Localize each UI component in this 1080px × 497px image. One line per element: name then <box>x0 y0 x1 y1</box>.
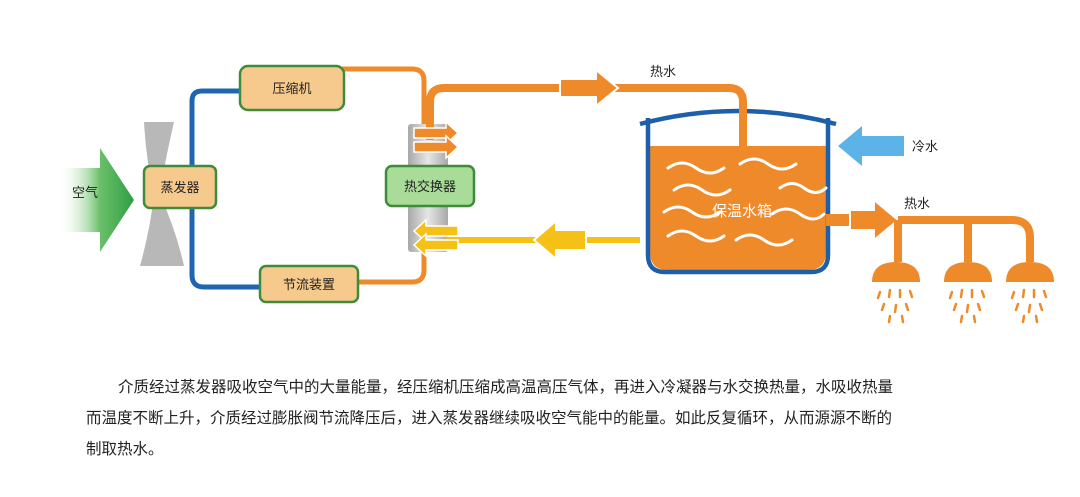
compressor-box <box>238 64 346 112</box>
throttle-label: 节流装置 <box>283 278 335 293</box>
fan-icon <box>140 122 184 266</box>
compressor-label: 压缩机 <box>272 81 311 97</box>
cold-water-arrow <box>838 126 904 166</box>
tank-water <box>650 146 826 270</box>
hot-water-pipe <box>426 84 747 155</box>
exchanger-arrow-return-2 <box>412 232 459 258</box>
shower-pipe <box>894 216 1034 262</box>
shower-head-1 <box>872 262 920 282</box>
water-drops <box>876 288 1048 324</box>
heat-pump-diagram: 空气 压缩机 蒸发器 热交换器 节流装置 热水 保温水箱 <box>58 64 1054 324</box>
return-water-arrow <box>532 218 587 262</box>
exchanger-arrow-hot-2 <box>413 134 460 160</box>
shower-head-2 <box>944 262 992 282</box>
tank-lid <box>639 108 837 127</box>
tank-inlet-pipe <box>739 106 747 156</box>
evaporator-label: 蒸发器 <box>160 180 199 196</box>
tank-label: 保温水箱 <box>712 202 772 220</box>
heat-exchanger-label: 热交换器 <box>404 179 456 195</box>
tank-waves <box>662 157 828 247</box>
tank-wall <box>645 118 831 275</box>
hot-water-out-label: 热水 <box>904 197 930 212</box>
evaporator-box <box>142 164 218 210</box>
description-line-1: 介质经过蒸发器吸收空气中的大量能量，经压缩机压缩成高温高压气体，再进入冷凝器与水… <box>118 378 894 396</box>
description-line-3: 制取热水。 <box>86 440 164 458</box>
hot-water-arrow-top <box>559 67 620 109</box>
hot-water-out-pipe <box>826 214 856 226</box>
hot-water-out-arrow <box>849 197 900 243</box>
throttle-box <box>258 264 360 304</box>
description-line-2: 而温度不断上升，介质经过膨胀阀节流降压后，进入蒸发器继续吸收空气能中的能量。如此… <box>86 409 893 427</box>
shower-head-3 <box>1006 262 1054 282</box>
cold-water-label: 冷水 <box>912 140 938 155</box>
description-text: 介质经过蒸发器吸收空气中的大量能量，经压缩机压缩成高温高压气体，再进入冷凝器与水… <box>86 372 1044 465</box>
heat-exchanger-box <box>384 164 476 208</box>
air-label: 空气 <box>72 185 98 201</box>
hot-water-top-label: 热水 <box>650 65 676 80</box>
air-arrow <box>58 148 134 252</box>
